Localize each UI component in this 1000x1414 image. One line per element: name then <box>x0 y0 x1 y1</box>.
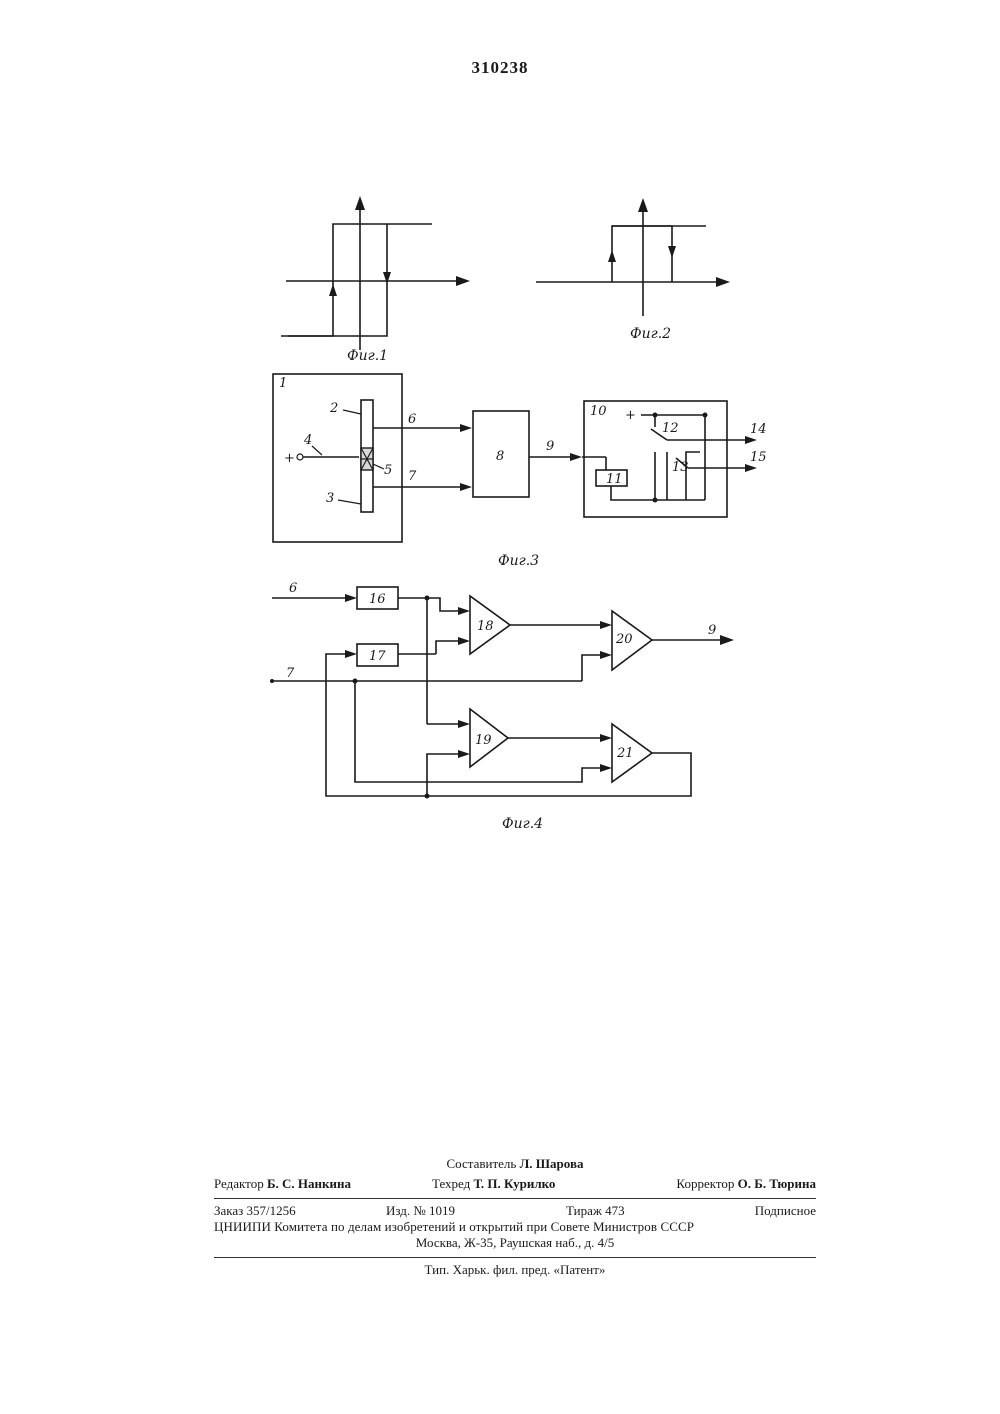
label-6: 6 <box>408 412 416 427</box>
plus-right: + <box>625 408 636 423</box>
block-17-label: 17 <box>369 649 386 664</box>
fig3-caption: Фиг.3 <box>498 553 539 569</box>
input-6-label: 6 <box>289 581 297 596</box>
corrector-name: О. Б. Тюрина <box>738 1176 816 1191</box>
fig4-caption: Фиг.4 <box>502 816 543 832</box>
label-15: 15 <box>750 450 767 465</box>
fig1-caption: Фиг.1 <box>347 348 388 364</box>
amplifier-19-label: 19 <box>475 733 492 748</box>
fig4-circuit: 6 16 17 7 18 20 9 <box>270 581 734 832</box>
editor-label: Редактор <box>214 1176 264 1191</box>
label-7: 7 <box>408 469 417 484</box>
input-7-label: 7 <box>286 666 295 681</box>
label-10: 10 <box>590 404 607 419</box>
editors-row: Редактор Б. С. Нанкина Техред Т. П. Кури… <box>214 1176 816 1196</box>
compiler-label: Составитель <box>447 1156 517 1171</box>
label-4: 4 <box>303 433 312 448</box>
fig1-hysteresis-loop: Фиг.1 <box>281 196 470 364</box>
plus-left: + <box>284 451 295 466</box>
techred-name: Т. П. Курилко <box>474 1176 556 1191</box>
edition: Изд. № 1019 <box>386 1203 455 1219</box>
label-11: 11 <box>606 472 623 487</box>
fig3-block-diagram: 1 2 3 5 + 4 6 7 8 9 10 + <box>273 374 767 569</box>
label-5: 5 <box>384 463 392 478</box>
order-row: Заказ 357/1256 Изд. № 1019 Тираж 473 Под… <box>214 1203 816 1219</box>
label-2: 2 <box>329 401 338 416</box>
compiler-name: Л. Шарова <box>520 1156 584 1171</box>
fig2-hysteresis-loop: Фиг.2 <box>536 198 730 342</box>
colophon: Составитель Л. Шарова Редактор Б. С. Нан… <box>214 1156 816 1278</box>
address: Москва, Ж-35, Раушская наб., д. 4/5 <box>214 1235 816 1251</box>
amplifier-18-label: 18 <box>477 619 494 634</box>
editor-name: Б. С. Нанкина <box>267 1176 351 1191</box>
order: Заказ 357/1256 <box>214 1203 296 1219</box>
label-3: 3 <box>326 491 334 506</box>
label-8: 8 <box>496 449 504 464</box>
corrector-label: Корректор <box>676 1176 734 1191</box>
compiler-row: Составитель Л. Шарова <box>214 1156 816 1176</box>
techred-label: Техред <box>432 1176 470 1191</box>
amplifier-20-label: 20 <box>615 632 633 647</box>
org-line: ЦНИИПИ Комитета по делам изобретений и о… <box>214 1219 816 1235</box>
subscription: Подписное <box>755 1203 816 1219</box>
label-13: 13 <box>672 460 689 475</box>
circulation: Тираж 473 <box>566 1203 625 1219</box>
amplifier-21-label: 21 <box>616 746 634 761</box>
printer: Тип. Харьк. фил. пред. «Патент» <box>214 1262 816 1278</box>
output-9-label: 9 <box>708 623 716 638</box>
label-12: 12 <box>662 421 679 436</box>
block-16-label: 16 <box>369 592 386 607</box>
label-14: 14 <box>750 422 767 437</box>
label-1: 1 <box>279 376 287 391</box>
fig2-caption: Фиг.2 <box>630 326 671 342</box>
label-9: 9 <box>546 439 554 454</box>
